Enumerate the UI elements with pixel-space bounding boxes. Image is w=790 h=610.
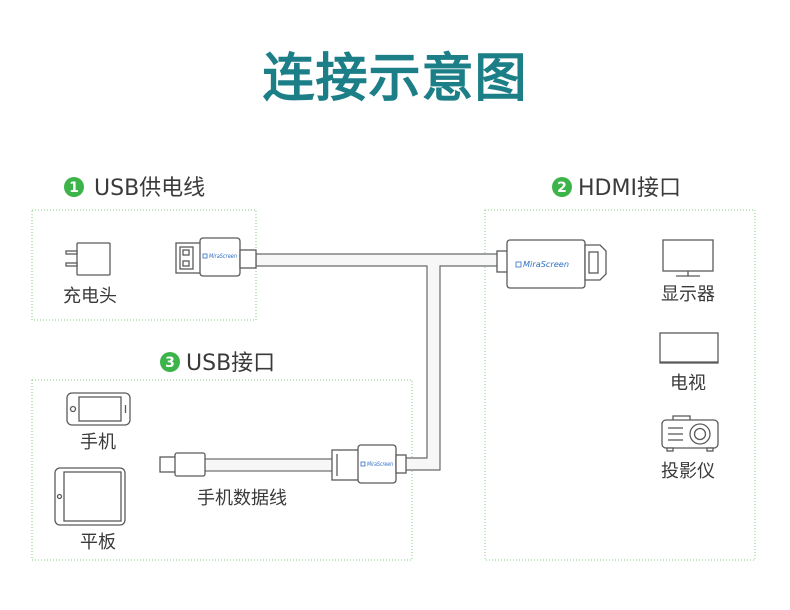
device-label-tv: 电视 <box>670 373 706 394</box>
phone-body <box>66 392 131 426</box>
hdmi-tip-inner <box>588 251 599 274</box>
heading-hdmi: 2 HDMI接口 <box>552 176 681 201</box>
phone-data-cable-label: 手机数据线 <box>197 488 287 509</box>
monitor-icon <box>662 239 714 277</box>
heading-usb-power: 1 USB供电线 <box>64 176 205 201</box>
usb-a-tongue <box>179 246 194 270</box>
usb-receptacle-strain-relief <box>395 454 407 474</box>
section-heading-usb-port: USB接口 <box>186 351 275 376</box>
charger-prong-bottom <box>65 262 78 267</box>
phone-screen <box>78 396 122 422</box>
micro-usb-housing <box>174 452 206 477</box>
data-cable-usb-plug <box>331 449 360 481</box>
charger-prong-top <box>65 250 78 255</box>
step-badge-3 <box>160 352 180 372</box>
device-label-monitor: 显示器 <box>661 284 715 305</box>
charger-label: 充电头 <box>63 286 117 307</box>
usb-a-contact-bottom <box>182 260 190 267</box>
usb-a-plug-icon: MiraScreen <box>175 237 257 277</box>
projector-lens-inner <box>693 427 707 441</box>
step-number-1: 1 <box>69 180 79 196</box>
heading-usb-port: 3 USB接口 <box>160 351 275 376</box>
usb-a-strain-relief <box>239 249 257 269</box>
phone-data-cable <box>203 458 335 472</box>
micro-usb-tip <box>159 456 177 473</box>
micro-usb-plug-icon <box>159 452 206 477</box>
brand-logo-icon <box>515 261 522 268</box>
step-badge-2 <box>552 177 572 197</box>
usb-receptacle-brand: MiraScreen <box>367 461 393 468</box>
section-heading-usb-power: USB供电线 <box>94 176 205 201</box>
brand-logo-icon <box>202 253 208 259</box>
phone-home-button <box>69 405 77 413</box>
projector-foot-left <box>666 447 674 452</box>
usb-receptacle-icon: MiraScreen <box>331 444 407 484</box>
device-label-tablet: 平板 <box>80 532 116 553</box>
charger-icon <box>65 242 111 276</box>
brand-logo-icon <box>360 461 366 467</box>
projector-icon <box>661 415 719 452</box>
section-heading-hdmi: HDMI接口 <box>578 176 681 201</box>
step-number-2: 2 <box>557 180 567 196</box>
tablet-icon <box>54 467 126 526</box>
usb-a-contact-top <box>182 249 190 256</box>
main-y-cable <box>255 253 499 471</box>
monitor-screen <box>662 239 714 272</box>
device-label-projector: 投影仪 <box>661 461 715 482</box>
tv-screen <box>659 332 719 364</box>
step-number-3: 3 <box>165 355 175 371</box>
phone-icon <box>66 392 131 426</box>
hdmi-metal-tip <box>584 244 607 281</box>
projector-lens-outer <box>689 423 711 445</box>
tv-icon <box>659 332 719 364</box>
section-frame-usb-port <box>31 379 413 561</box>
device-label-phone: 手机 <box>80 432 116 453</box>
tablet-home-button <box>56 493 63 500</box>
tablet-screen <box>63 471 122 522</box>
hdmi-plug-icon: MiraScreen <box>496 239 607 289</box>
projector-foot-right <box>706 447 714 452</box>
charger-body <box>76 242 111 276</box>
hdmi-brand: MiraScreen <box>523 260 569 269</box>
section-frame-hdmi <box>484 209 756 561</box>
usb-a-brand: MiraScreen <box>209 252 237 260</box>
page-title: 连接示意图 <box>262 49 527 109</box>
step-badge-1 <box>64 177 84 197</box>
tablet-body <box>54 467 126 526</box>
